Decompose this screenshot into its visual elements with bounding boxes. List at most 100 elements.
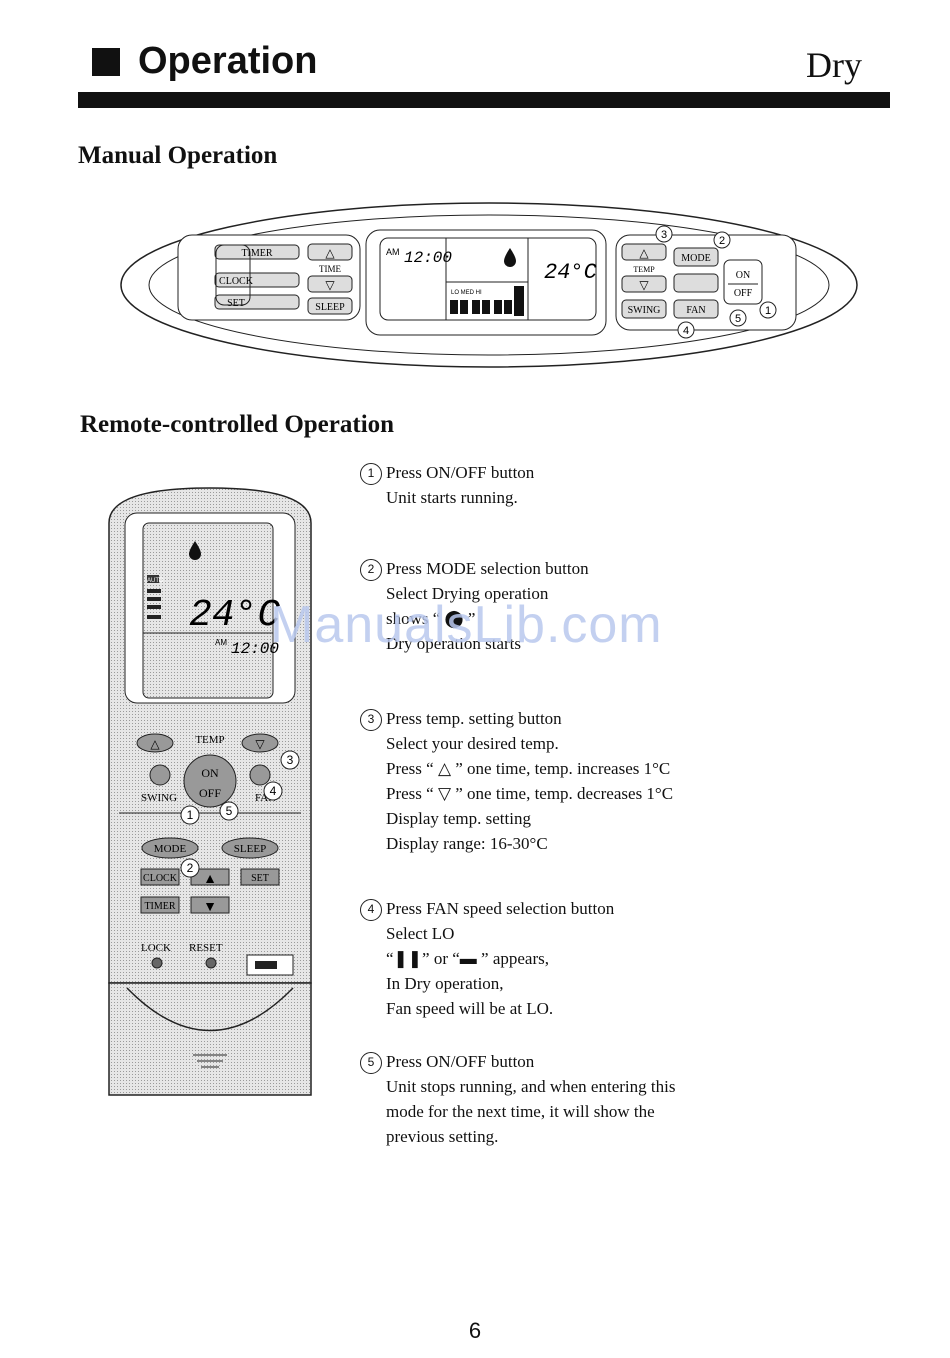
svg-text:1: 1 bbox=[187, 808, 194, 822]
step-number: 5 bbox=[360, 1052, 382, 1074]
svg-text:24°C: 24°C bbox=[189, 594, 280, 637]
step-line: Select Drying operation bbox=[386, 584, 549, 603]
svg-text:FAN: FAN bbox=[686, 305, 705, 316]
svg-text:▲: ▲ bbox=[203, 872, 217, 887]
svg-text:△: △ bbox=[325, 246, 335, 260]
svg-text:4: 4 bbox=[270, 784, 277, 798]
panel-on-off-button[interactable] bbox=[723, 259, 763, 305]
step-line: mode for the next time, it will show the bbox=[386, 1102, 655, 1121]
svg-text:5: 5 bbox=[226, 804, 233, 818]
svg-text:△: △ bbox=[639, 246, 649, 260]
step-line: Press ON/OFF button bbox=[386, 1052, 535, 1071]
svg-text:12:00: 12:00 bbox=[404, 249, 452, 267]
step-number: 3 bbox=[360, 709, 382, 731]
svg-text:CLOCK: CLOCK bbox=[143, 873, 178, 884]
svg-text:LO MED HI: LO MED HI bbox=[451, 290, 482, 296]
step-line: Press MODE selection button bbox=[386, 559, 589, 578]
panel-temp-up-button[interactable] bbox=[621, 243, 667, 261]
mode-title: Dry bbox=[806, 45, 862, 85]
remote-set-button[interactable] bbox=[240, 868, 280, 886]
remote-control: AUTO 24°C AM 12:00 △ TEMP ▽ SWING ON OFF… bbox=[108, 487, 312, 1096]
panel-swing-button[interactable] bbox=[621, 299, 667, 319]
svg-text:AM: AM bbox=[215, 638, 227, 647]
svg-text:TEMP: TEMP bbox=[633, 265, 655, 274]
panel-mode-button[interactable] bbox=[673, 247, 719, 267]
step-line: shows “ ⬤ ” bbox=[386, 609, 476, 628]
panel-sleep-button[interactable] bbox=[307, 297, 353, 315]
remote-sleep-button[interactable] bbox=[221, 837, 279, 859]
remote-fan-button[interactable] bbox=[249, 764, 271, 786]
step-line: Unit stops running, and when entering th… bbox=[386, 1077, 676, 1096]
svg-text:△: △ bbox=[150, 737, 160, 751]
step-line: Press ON/OFF button bbox=[386, 463, 535, 482]
svg-text:OFF: OFF bbox=[734, 288, 753, 299]
step-line: Press “ △ ” one time, temp. increases 1°… bbox=[386, 759, 671, 778]
svg-text:RESET: RESET bbox=[189, 942, 223, 954]
svg-text:TIME: TIME bbox=[319, 264, 341, 274]
svg-text:ON: ON bbox=[201, 766, 219, 780]
remote-on-off-button[interactable] bbox=[183, 754, 237, 808]
svg-text:TIMER: TIMER bbox=[144, 901, 175, 912]
remote-clock-button[interactable] bbox=[140, 868, 180, 886]
svg-text:▽: ▽ bbox=[325, 278, 335, 292]
remote-reset-button[interactable] bbox=[205, 957, 217, 969]
remote-timer-button[interactable] bbox=[140, 896, 180, 914]
svg-text:▽: ▽ bbox=[255, 737, 265, 751]
remote-lock-button[interactable] bbox=[151, 957, 163, 969]
step-number: 2 bbox=[360, 559, 382, 581]
panel-time-down-button[interactable] bbox=[307, 275, 353, 293]
svg-text:SWING: SWING bbox=[628, 305, 661, 316]
remote-temp-down-button[interactable] bbox=[241, 733, 279, 753]
remote-mode-button[interactable] bbox=[141, 837, 199, 859]
step-line: Fan speed will be at LO. bbox=[386, 999, 554, 1018]
step-number: 1 bbox=[360, 463, 382, 485]
svg-text:▽: ▽ bbox=[639, 278, 649, 292]
svg-text:5: 5 bbox=[735, 313, 741, 325]
page-title: Operation bbox=[92, 40, 317, 83]
svg-text:▼: ▼ bbox=[203, 900, 217, 915]
step-line: Dry operation starts bbox=[386, 634, 522, 653]
square-bullet-icon bbox=[92, 47, 120, 76]
step-line: Press FAN speed selection button bbox=[386, 899, 615, 918]
svg-text:SLEEP: SLEEP bbox=[315, 302, 345, 313]
panel-clock-button[interactable] bbox=[214, 272, 300, 288]
step-line: “❚❚” or “▬ ” appears, bbox=[386, 949, 549, 968]
svg-text:SWING: SWING bbox=[141, 792, 177, 804]
svg-text:TEMP: TEMP bbox=[195, 734, 224, 746]
panel-time-up-button[interactable] bbox=[307, 243, 353, 261]
svg-text:SET: SET bbox=[251, 873, 269, 884]
step-line: Press temp. setting button bbox=[386, 709, 562, 728]
svg-text:MODE: MODE bbox=[154, 843, 187, 855]
step-line: Display temp. setting bbox=[386, 809, 531, 828]
remote-temp-up-button[interactable] bbox=[136, 733, 174, 753]
panel-fan-button[interactable] bbox=[673, 299, 719, 319]
panel-timer-button[interactable] bbox=[214, 244, 300, 260]
remote-operation-heading: Remote-controlled Operation bbox=[80, 411, 395, 438]
page-title-text: Operation bbox=[138, 40, 318, 82]
svg-text:24°C: 24°C bbox=[544, 260, 598, 285]
svg-text:MODE: MODE bbox=[681, 253, 710, 264]
step-line: Display range: 16-30°C bbox=[386, 834, 548, 853]
svg-text:SET: SET bbox=[227, 298, 245, 309]
svg-text:SLEEP: SLEEP bbox=[234, 843, 266, 855]
remote-drop-icon bbox=[189, 541, 201, 560]
svg-text:3: 3 bbox=[287, 753, 294, 767]
manual-operation-heading: Manual Operation bbox=[78, 142, 278, 169]
svg-text:CLOCK: CLOCK bbox=[219, 276, 254, 287]
step-line: In Dry operation, bbox=[386, 974, 504, 993]
header-rule bbox=[78, 92, 890, 108]
remote-down-button[interactable] bbox=[190, 896, 230, 914]
svg-text:AUTO: AUTO bbox=[147, 578, 164, 584]
remote-swing-button[interactable] bbox=[149, 764, 171, 786]
svg-text:1: 1 bbox=[765, 305, 771, 317]
panel-temp-down-button[interactable] bbox=[621, 275, 667, 293]
svg-text:4: 4 bbox=[683, 325, 689, 337]
page-number: 6 bbox=[468, 1318, 482, 1343]
step-line: Select LO bbox=[386, 924, 455, 943]
